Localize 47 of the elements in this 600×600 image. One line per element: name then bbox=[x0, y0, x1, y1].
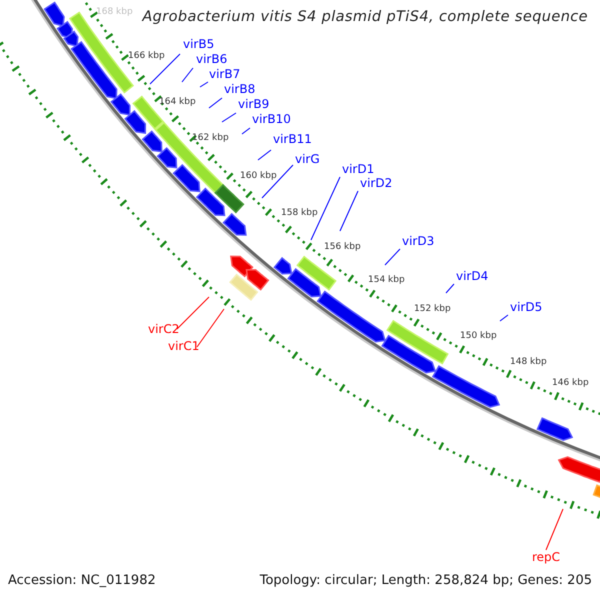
gene-label: virB10 bbox=[252, 113, 291, 125]
gene-label: virD5 bbox=[510, 301, 542, 313]
gene-label: virB11 bbox=[273, 133, 312, 145]
scale-label: 150 kbp bbox=[460, 332, 497, 341]
leader-line bbox=[200, 82, 208, 88]
diagram-title: Agrobacterium vitis S4 plasmid pTiS4, complete sequence bbox=[142, 10, 588, 24]
gene-label: virB6 bbox=[196, 53, 228, 65]
gene-label: virD4 bbox=[456, 270, 488, 282]
scale-label: 166 kbp bbox=[128, 52, 165, 61]
scale-label: 156 kbp bbox=[324, 243, 361, 252]
leader-line bbox=[546, 508, 564, 550]
gene-label: virB7 bbox=[209, 68, 240, 80]
leader-line bbox=[196, 308, 224, 348]
gene-label: virC2 bbox=[148, 323, 180, 335]
gene-label: virD1 bbox=[342, 163, 374, 175]
leader-line bbox=[176, 296, 210, 330]
scale-label: 148 kbp bbox=[510, 358, 547, 367]
gene-label: repC bbox=[532, 551, 560, 563]
scale-label: 152 kbp bbox=[414, 305, 451, 314]
gene-label: virG bbox=[295, 153, 320, 165]
scale-label: 154 kbp bbox=[368, 276, 405, 285]
leader-line bbox=[262, 164, 294, 198]
footer-text: Accession: NC_011982 bbox=[8, 574, 156, 587]
leader-line bbox=[310, 176, 340, 240]
gene-label: virC1 bbox=[168, 340, 200, 352]
gene-label: virD3 bbox=[402, 235, 434, 247]
leader-line bbox=[446, 284, 454, 294]
scale-label: 162 kbp bbox=[192, 134, 229, 143]
leader-line bbox=[500, 314, 508, 322]
scale-label: 168 kbp bbox=[96, 8, 133, 17]
leader-line bbox=[384, 248, 400, 266]
leader-line bbox=[182, 68, 194, 82]
leader-line bbox=[150, 54, 180, 84]
gene-label: virD2 bbox=[360, 177, 392, 189]
scale-label: 158 kbp bbox=[281, 209, 318, 218]
leader-line bbox=[258, 150, 272, 160]
footer-text: Topology: circular; Length: 258,824 bp; Genes: 205 bbox=[260, 574, 592, 587]
gene-label: virB5 bbox=[183, 38, 214, 50]
scale-label: 160 kbp bbox=[240, 172, 277, 181]
leader-line bbox=[242, 128, 250, 134]
leader-line bbox=[222, 112, 236, 122]
leader-line bbox=[208, 98, 222, 108]
gene-label: virB9 bbox=[238, 98, 270, 110]
scale-label: 164 kbp bbox=[159, 98, 196, 107]
leader-line bbox=[340, 190, 358, 232]
gene-label: virB8 bbox=[224, 83, 256, 95]
scale-label: 146 kbp bbox=[552, 379, 589, 388]
